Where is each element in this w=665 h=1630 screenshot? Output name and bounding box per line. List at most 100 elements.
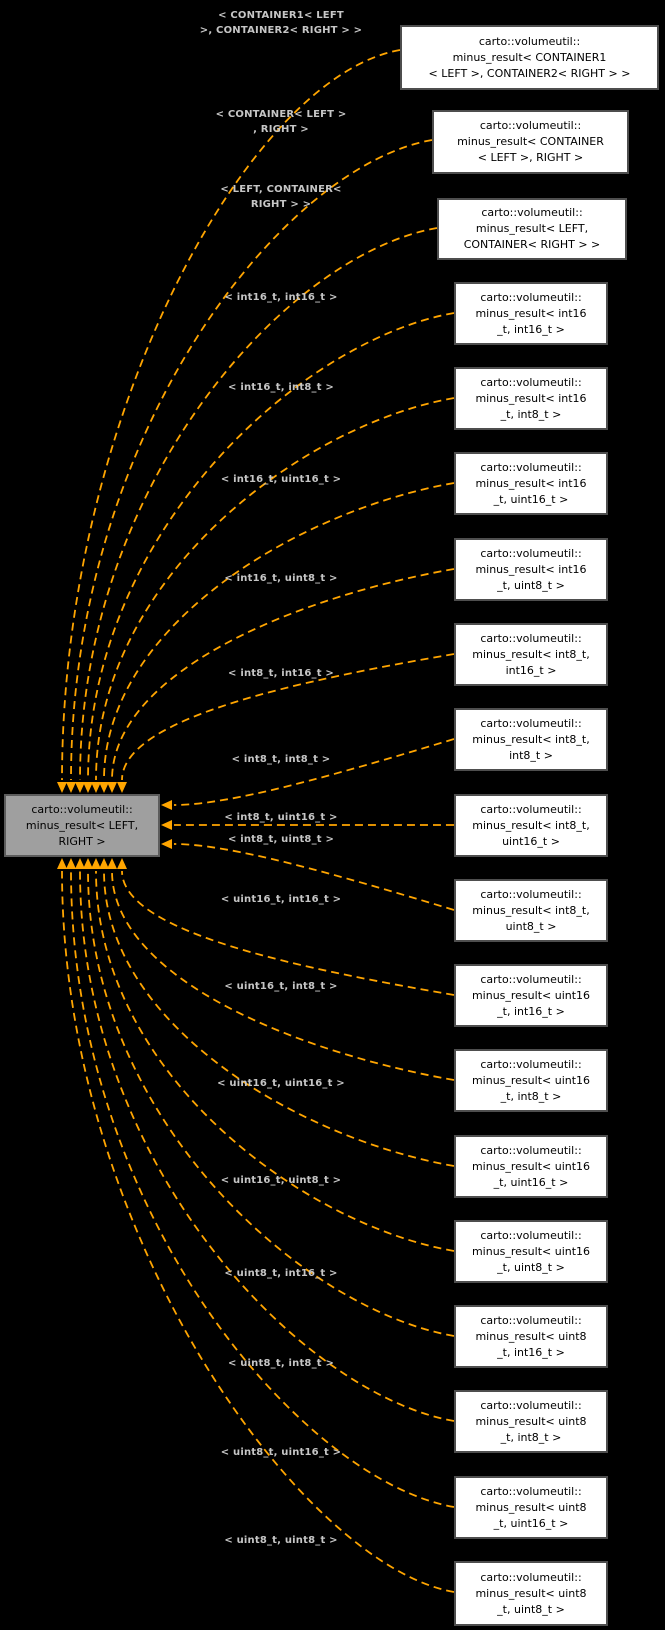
edge-arrowhead-icon [57, 858, 67, 869]
specialization-box[interactable]: carto::volumeutil::minus_result< uint8_t… [454, 1476, 608, 1539]
specialization-box-text-line: carto::volumeutil:: [480, 887, 582, 901]
specialization-box-text-line: minus_result< int8_t, [472, 647, 590, 661]
specialization-box-text-line: carto::volumeutil:: [480, 1057, 582, 1071]
specialization-box-text-line: minus_result< CONTAINER [457, 135, 604, 148]
edge-template-args-label: < uint8_t, int8_t > [228, 1356, 334, 1371]
specialization-box-text-line: carto::volumeutil:: [480, 1313, 582, 1327]
specialization-box-text-line: _t, uint16_t > [493, 1516, 569, 1530]
specialization-box[interactable]: carto::volumeutil::minus_result< uint16_… [454, 1220, 608, 1283]
specialization-box-text-line: _t, uint16_t > [493, 492, 569, 506]
edge-label-line: < uint16_t, int16_t > [220, 894, 342, 905]
specialization-box[interactable]: carto::volumeutil::minus_result< int16_t… [454, 282, 608, 345]
specialization-box-text-line: CONTAINER< RIGHT > > [463, 238, 601, 251]
specialization-box-text-line: carto::volumeutil:: [480, 1570, 582, 1584]
edge-arrowhead-icon [57, 782, 67, 793]
edge-label-line: < uint8_t, int8_t > [227, 1358, 335, 1369]
edge-template-args-label: < uint16_t, int8_t > [224, 979, 337, 994]
primary-template-node: carto::volumeutil:: minus_result< LEFT, … [4, 794, 160, 857]
specialization-box-text-line: int16_t > [505, 663, 557, 677]
edge-arrowhead-icon [161, 800, 172, 810]
edge-template-args-label: < int8_t, uint16_t > [224, 810, 337, 825]
specialization-edge [79, 870, 455, 1422]
specialization-box[interactable]: carto::volumeutil::minus_result< int16_t… [454, 452, 608, 515]
specialization-box-text-line: _t, uint8_t > [497, 1260, 565, 1274]
edge-template-args-label: < uint16_t, uint16_t > [217, 1076, 345, 1091]
edge-label-line: < int8_t, int8_t > [231, 754, 331, 765]
specialization-box[interactable]: carto::volumeutil::minus_result< LEFT,CO… [437, 198, 627, 260]
specialization-box[interactable]: carto::volumeutil::minus_result< uint16_… [454, 964, 608, 1027]
specialization-box[interactable]: carto::volumeutil::minus_result< uint8_t… [454, 1390, 608, 1453]
specialization-box-text-line: carto::volumeutil:: [478, 34, 581, 48]
edge-label-line: < uint16_t, uint16_t > [217, 1078, 345, 1089]
specialization-box-text-line: _t, int8_t > [500, 1430, 562, 1444]
specialization-box-text-line: carto::volumeutil:: [480, 546, 582, 560]
specialization-box-text-line: carto::volumeutil:: [480, 802, 582, 816]
specialization-box-text-line: _t, uint8_t > [497, 1602, 565, 1616]
specialization-box-text-line: carto::volumeutil:: [480, 972, 582, 986]
edge-label-line: < int8_t, uint8_t > [227, 834, 335, 845]
node-text-line: carto::volumeutil:: [31, 802, 133, 816]
specialization-box-text-line: minus_result< int16 [475, 306, 587, 320]
specialization-box[interactable]: carto::volumeutil::minus_result< uint16_… [454, 1049, 608, 1112]
specialization-box-text-line: minus_result< uint8 [475, 1586, 587, 1600]
specialization-box-text-line: _t, uint8_t > [497, 578, 565, 592]
edge-label-line: < LEFT, CONTAINER< [220, 184, 342, 195]
specialization-box-text-line: carto::volumeutil:: [480, 375, 582, 389]
specialization-edge [87, 312, 455, 781]
specialization-edge [121, 653, 455, 781]
edge-template-args-label: < int8_t, int8_t > [232, 752, 331, 767]
specialization-box-text-line: _t, int8_t > [500, 1089, 562, 1103]
specialization-edge [95, 870, 455, 1252]
specialization-box[interactable]: carto::volumeutil::minus_result< int8_t,… [454, 623, 608, 686]
specialization-box-text-line: minus_result< uint16 [471, 1159, 591, 1173]
edge-template-args-label: < uint8_t, uint16_t > [221, 1445, 342, 1460]
specialization-box-text-line: carto::volumeutil:: [480, 1484, 582, 1498]
specialization-box-text-line: minus_result< int16 [475, 391, 587, 405]
edge-arrowhead-icon [83, 858, 93, 869]
specialization-box[interactable]: carto::volumeutil::minus_result< int16_t… [454, 367, 608, 430]
specialization-box-text-line: minus_result< int16 [475, 562, 587, 576]
specialization-box[interactable]: carto::volumeutil::minus_result< int8_t,… [454, 794, 608, 857]
specialization-box-text-line: minus_result< int8_t, [472, 732, 590, 746]
specialization-edge [111, 870, 455, 1081]
specialization-box[interactable]: carto::volumeutil::minus_result< int8_t,… [454, 879, 608, 942]
specialization-box-text-line: _t, uint16_t > [493, 1175, 569, 1189]
specialization-box[interactable]: carto::volumeutil::minus_result< int16_t… [454, 538, 608, 601]
edge-label-line: < uint8_t, uint16_t > [220, 1447, 342, 1458]
edge-label-line: < int8_t, int16_t > [228, 668, 334, 679]
edge-template-args-label: < uint16_t, int16_t > [221, 892, 341, 907]
edge-label-line: < CONTAINER< LEFT > [215, 109, 347, 120]
edge-label-line: < int16_t, uint16_t > [220, 474, 342, 485]
specialization-box[interactable]: carto::volumeutil::minus_result< uint8_t… [454, 1561, 608, 1626]
specialization-box[interactable]: carto::volumeutil::minus_result< uint16_… [454, 1135, 608, 1198]
specialization-box-text-line: uint8_t > [505, 919, 557, 933]
specialization-box[interactable]: carto::volumeutil::minus_result< int8_t,… [454, 708, 608, 771]
specialization-edge [61, 870, 455, 1593]
specialization-box-text-line: int8_t > [509, 748, 553, 762]
specialization-box-text-line: minus_result< int8_t, [472, 903, 590, 917]
specialization-box-text-line: carto::volumeutil:: [480, 1143, 582, 1157]
edge-template-args-label: < uint16_t, uint8_t > [221, 1173, 342, 1188]
specialization-edge [61, 49, 401, 781]
specialization-box-text-line: carto::volumeutil:: [480, 460, 582, 474]
edge-label-line: < int8_t, uint16_t > [224, 812, 338, 823]
specialization-edge [121, 870, 455, 996]
specialization-box-text-line: carto::volumeutil:: [480, 716, 582, 730]
edge-template-args-label: < int8_t, int16_t > [228, 666, 334, 681]
specialization-box[interactable]: carto::volumeutil::minus_result< CONTAIN… [400, 25, 659, 90]
edge-arrowhead-icon [107, 782, 117, 793]
specialization-box-text-line: < LEFT >, CONTAINER2< RIGHT > > [428, 66, 631, 80]
edge-template-args-label: < int16_t, int8_t > [228, 380, 334, 395]
edge-template-args-label: < int8_t, uint8_t > [228, 832, 334, 847]
specialization-box[interactable]: carto::volumeutil::minus_result< uint8_t… [454, 1305, 608, 1368]
edge-arrowhead-icon [66, 782, 76, 793]
edge-arrowhead-icon [161, 839, 172, 849]
specialization-edge [111, 568, 455, 781]
specialization-box[interactable]: carto::volumeutil::minus_result< CONTAIN… [432, 110, 629, 174]
specialization-box-text-line: minus_result< LEFT, [475, 222, 589, 235]
specialization-box-text-line: minus_result< CONTAINER1 [452, 50, 607, 64]
edge-arrowhead-icon [117, 782, 127, 793]
node-text-line: RIGHT > [58, 834, 106, 848]
